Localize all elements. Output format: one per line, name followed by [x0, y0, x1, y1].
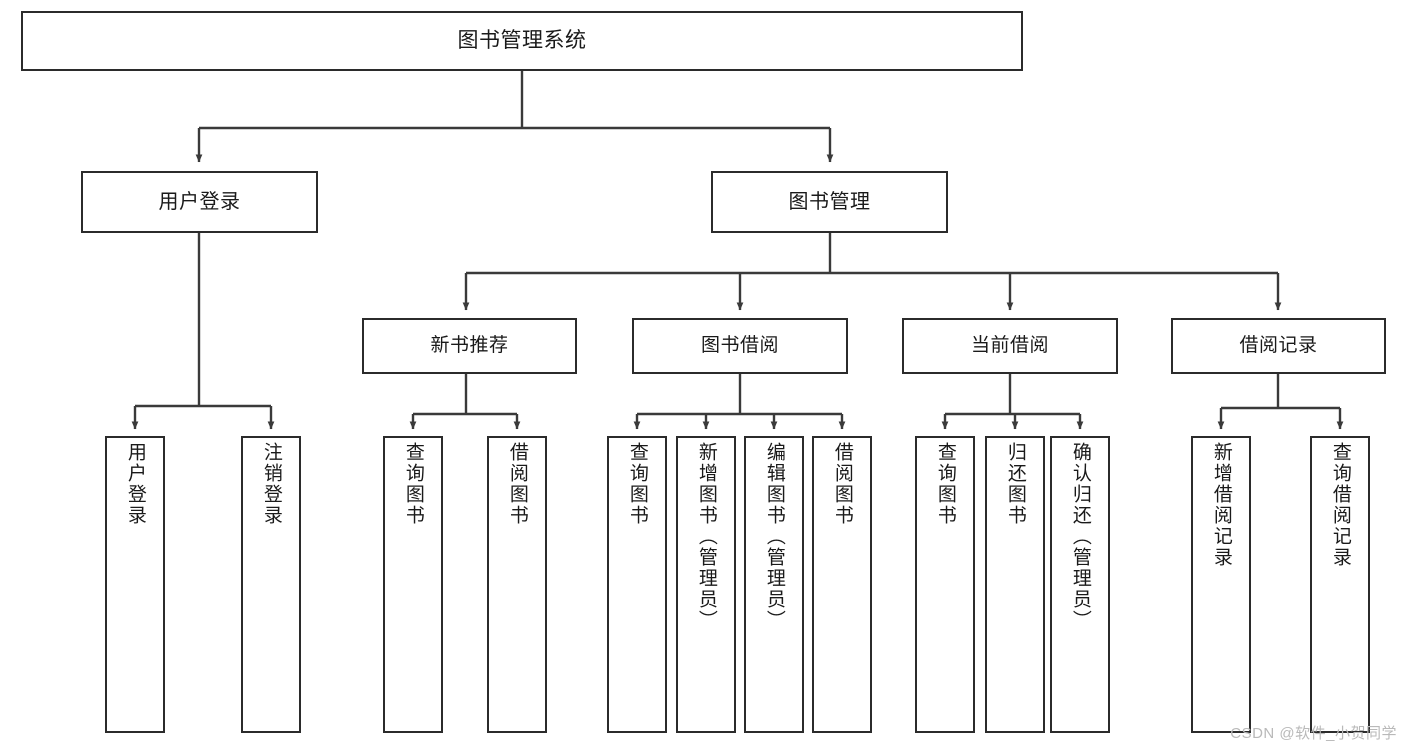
node-label: 查询借阅记录 [1329, 442, 1351, 568]
node-book-manage[interactable]: 图书管理 [711, 171, 948, 233]
node-leaf-query-book-2[interactable]: 查询图书 [607, 436, 667, 733]
node-label: 借阅图书 [831, 442, 853, 526]
node-label: 新增借阅记录 [1210, 442, 1232, 568]
node-user-login[interactable]: 用户登录 [81, 171, 318, 233]
node-label: 当前借阅 [970, 335, 1049, 357]
node-leaf-query-record[interactable]: 查询借阅记录 [1310, 436, 1370, 733]
node-leaf-query-book-3[interactable]: 查询图书 [915, 436, 975, 733]
node-label: 查询图书 [402, 442, 424, 526]
node-label: 图书借阅 [700, 335, 779, 357]
node-book-borrow[interactable]: 图书借阅 [632, 318, 848, 374]
node-leaf-confirm-return[interactable]: 确认归还（管理员） [1050, 436, 1110, 733]
node-leaf-return-book[interactable]: 归还图书 [985, 436, 1045, 733]
node-label: 借阅记录 [1239, 335, 1318, 357]
node-new-book-recommend[interactable]: 新书推荐 [362, 318, 577, 374]
node-label: 查询图书 [626, 442, 648, 526]
node-leaf-add-record[interactable]: 新增借阅记录 [1191, 436, 1251, 733]
node-leaf-borrow-book-1[interactable]: 借阅图书 [487, 436, 547, 733]
watermark: CSDN @软件_小贺同学 [1230, 725, 1397, 742]
node-label: 归还图书 [1004, 442, 1026, 526]
node-label: 借阅图书 [506, 442, 528, 526]
node-label: 编辑图书（管理员） [763, 442, 785, 631]
node-root-system[interactable]: 图书管理系统 [21, 11, 1023, 71]
node-label: 确认归还（管理员） [1069, 442, 1091, 631]
node-current-borrow[interactable]: 当前借阅 [902, 318, 1118, 374]
node-borrow-record[interactable]: 借阅记录 [1171, 318, 1386, 374]
node-label: 图书管理 [788, 190, 871, 213]
node-label: 注销登录 [260, 442, 282, 526]
node-leaf-query-book-1[interactable]: 查询图书 [383, 436, 443, 733]
node-leaf-user-login[interactable]: 用户登录 [105, 436, 165, 733]
node-label: 新书推荐 [430, 335, 509, 357]
node-label: 用户登录 [124, 442, 146, 526]
node-leaf-borrow-book-2[interactable]: 借阅图书 [812, 436, 872, 733]
node-label: 图书管理系统 [457, 28, 587, 52]
node-label: 查询图书 [934, 442, 956, 526]
node-label: 用户登录 [158, 190, 241, 213]
node-leaf-add-book[interactable]: 新增图书（管理员） [676, 436, 736, 733]
node-label: 新增图书（管理员） [695, 442, 717, 631]
node-leaf-logout-login[interactable]: 注销登录 [241, 436, 301, 733]
node-leaf-edit-book[interactable]: 编辑图书（管理员） [744, 436, 804, 733]
